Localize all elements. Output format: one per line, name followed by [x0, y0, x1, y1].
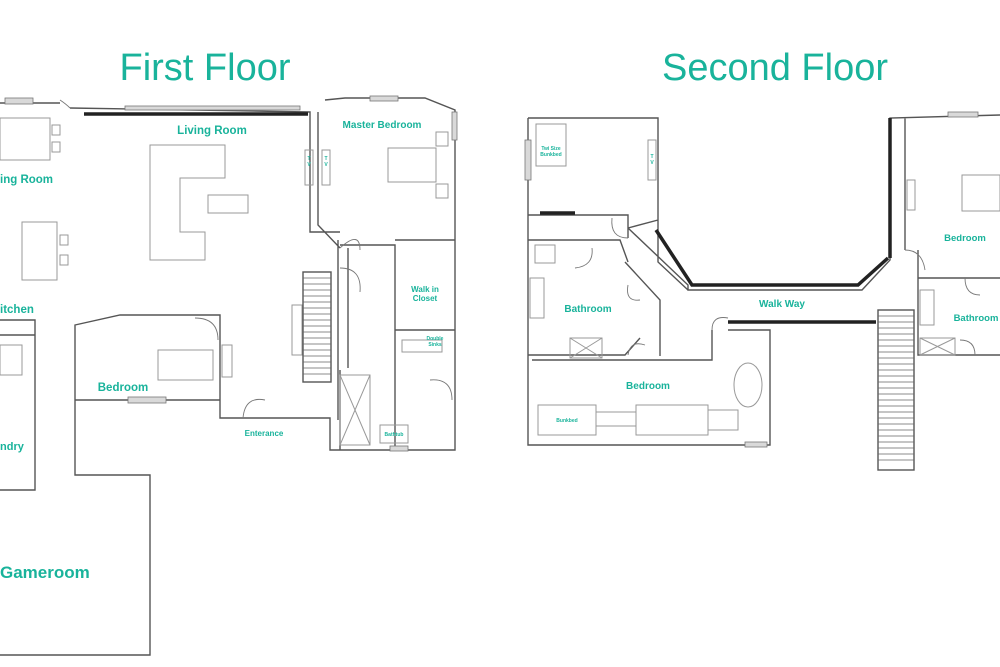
window: [369, 95, 399, 102]
door: [59, 99, 71, 109]
nightstand: [221, 344, 233, 378]
door: [242, 398, 266, 419]
coffee-table: [207, 194, 249, 214]
room-label-living-room: Living Room: [177, 125, 247, 137]
chair: [51, 124, 61, 136]
window: [524, 139, 532, 181]
first-floor-title: First Floor: [120, 47, 291, 89]
tv-cabinet: [906, 179, 916, 211]
bunkbed-label: Bunkbed: [556, 418, 577, 424]
door: [711, 317, 729, 331]
room-label-bathroom: Bathroom: [954, 313, 999, 324]
counter: [0, 344, 23, 376]
first-floor-plan: First Floor: [0, 47, 458, 656]
door: [611, 217, 629, 239]
room-label-master-bedroom: Master Bedroom: [343, 120, 422, 131]
window: [451, 111, 458, 141]
closet-shelf: [291, 304, 303, 356]
vanity: [529, 277, 545, 319]
dining-table: [0, 117, 51, 161]
shower: [569, 337, 603, 359]
shower-x: [919, 337, 956, 356]
shower: [339, 374, 371, 446]
stool: [59, 234, 69, 246]
sink: [401, 339, 443, 353]
window: [389, 445, 409, 452]
shower: [919, 337, 956, 356]
room-label-walkway: Walk Way: [759, 299, 805, 310]
shower-x: [339, 374, 371, 446]
second-floor-title: Second Floor: [662, 47, 888, 89]
door: [904, 249, 926, 271]
window: [744, 441, 768, 448]
second-floor-plan: Second Floor: [524, 47, 1000, 471]
window: [4, 97, 34, 105]
door: [194, 317, 219, 341]
desk: [707, 409, 739, 431]
door: [964, 277, 981, 296]
bed: [387, 147, 437, 183]
bathtub-label: Bathtub: [385, 432, 404, 438]
tv-cabinet: [647, 139, 657, 181]
kitchen-island: [21, 221, 58, 281]
bed: [635, 404, 709, 436]
bench: [595, 411, 637, 427]
room-label-gameroom: Gameroom: [0, 563, 90, 582]
tv-cabinet: [304, 149, 314, 186]
window: [124, 105, 301, 111]
nightstand: [435, 131, 449, 147]
sofa: [149, 144, 226, 261]
room-label-dining-room: ing Room: [0, 174, 53, 186]
vanity: [919, 289, 935, 326]
room-label-bathroom: Bathroom: [564, 304, 611, 315]
door: [959, 339, 976, 356]
door: [429, 379, 453, 401]
room-label-bedroom: Bedroom: [944, 233, 986, 244]
door: [627, 284, 641, 301]
stool: [59, 254, 69, 266]
stairs: [877, 309, 915, 471]
nightstand: [435, 183, 449, 199]
chair: [51, 141, 61, 153]
room-label-laundry: ndry: [0, 441, 25, 453]
window: [127, 396, 167, 404]
door: [339, 239, 361, 251]
toilet: [534, 244, 556, 264]
shower-x: [569, 337, 603, 359]
bathtub: [379, 424, 409, 444]
bed: [157, 349, 214, 381]
door: [339, 267, 361, 293]
bed: [961, 174, 1000, 212]
door: [574, 247, 593, 269]
bunkbed: [535, 123, 567, 167]
wall: [527, 114, 1000, 446]
wall: [654, 229, 890, 287]
stairs: [302, 271, 332, 383]
door: [627, 343, 646, 356]
room-label-kitchen: itchen: [0, 304, 34, 316]
chair: [733, 362, 763, 408]
tv-cabinet: [321, 149, 331, 186]
room-label-entrance: Enterance: [245, 429, 284, 438]
window: [947, 111, 979, 118]
room-label-bedroom: Bedroom: [626, 381, 670, 392]
room-label-bedroom: Bedroom: [98, 382, 148, 394]
